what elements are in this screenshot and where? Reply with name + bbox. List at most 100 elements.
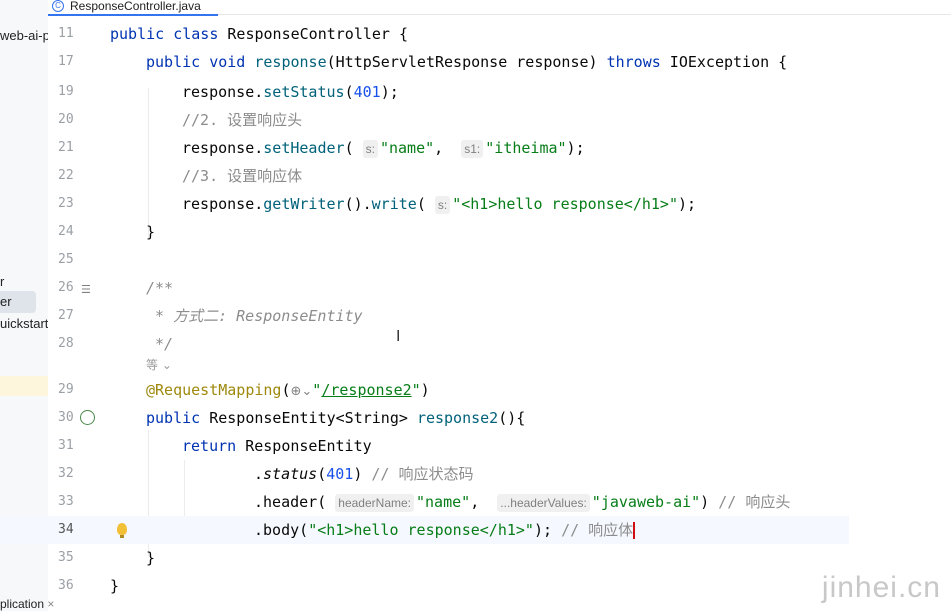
- line-number: 11: [58, 26, 74, 41]
- method-name: status: [263, 465, 318, 483]
- parameter-hint: s:: [362, 140, 378, 158]
- code-text: ): [353, 465, 372, 483]
- number-literal: 401: [326, 465, 354, 483]
- method-name: body: [263, 521, 300, 539]
- line-number: 32: [58, 466, 74, 481]
- indent-guide: [184, 460, 185, 540]
- line-number: 21: [58, 140, 74, 155]
- globe-icon[interactable]: ⊕⌄: [290, 384, 313, 399]
- author-hint[interactable]: 等 ⌄: [146, 358, 172, 372]
- code-text: );: [533, 521, 562, 539]
- code-text: (: [299, 521, 309, 539]
- doc-comment: * 方式二: ResponseEntity: [146, 307, 363, 325]
- project-tree-item[interactable]: uickstart: [0, 316, 48, 331]
- line-number: 25: [58, 252, 74, 267]
- mouse-cursor-icon: I: [396, 327, 401, 345]
- code-line: 27 * 方式二: ResponseEntity: [0, 302, 849, 330]
- project-tree-item[interactable]: r: [0, 274, 5, 289]
- tab-response-controller[interactable]: C ResponseController.java: [48, 0, 218, 16]
- line-number: 23: [58, 196, 74, 211]
- code-text: .: [254, 465, 264, 483]
- run-tab-label: plication: [0, 597, 45, 611]
- doc-comment: /**: [146, 279, 174, 297]
- indent-guide: [148, 88, 149, 238]
- keyword: public: [146, 409, 201, 427]
- code-text: response.: [182, 139, 264, 157]
- line-number: 24: [58, 224, 74, 239]
- code-line: 33 .header( headerName:"name", ...header…: [0, 488, 849, 516]
- line-number: 26: [58, 280, 74, 295]
- comment: // 响应头: [718, 493, 791, 511]
- line-number: 33: [58, 494, 74, 509]
- code-line: 19 response.setStatus(401);: [0, 78, 849, 106]
- parameter-hint: headerName:: [335, 494, 414, 512]
- method-name: response2: [416, 409, 499, 427]
- code-line: 35 }: [0, 544, 849, 572]
- code-line: 28 */: [0, 330, 849, 358]
- code-text: (: [317, 465, 327, 483]
- line-number: 29: [58, 382, 74, 397]
- indent-guide: [148, 430, 149, 556]
- code-text: );: [678, 195, 697, 213]
- code-line: 23 response.getWriter().write( s:"<h1>he…: [0, 190, 849, 218]
- code-text: (: [317, 493, 336, 511]
- comment: //2. 设置响应头: [182, 111, 303, 129]
- url-link[interactable]: /response2: [321, 381, 412, 399]
- code-text: }: [146, 223, 156, 241]
- code-text: ,: [470, 493, 498, 511]
- keyword: return: [182, 437, 237, 455]
- code-line: 21 response.setHeader( s:"name", s1:"ith…: [0, 134, 849, 162]
- class-icon: C: [52, 0, 64, 12]
- line-number: 36: [58, 578, 74, 593]
- tab-label: ResponseController.java: [70, 0, 201, 13]
- parameter-hint: ...headerValues:: [497, 494, 590, 512]
- code-line: 17 public void response(HttpServletRespo…: [0, 48, 849, 76]
- code-text: ): [420, 381, 430, 399]
- code-line: 20 //2. 设置响应头: [0, 106, 849, 134]
- code-line: 26 /**: [0, 274, 849, 302]
- project-tree-item[interactable]: web-ai-p: [0, 28, 48, 43]
- project-tree-item-selected[interactable]: er: [0, 294, 12, 309]
- string-literal: "name": [416, 493, 471, 511]
- string-literal: ": [411, 381, 421, 399]
- code-text: (: [344, 83, 354, 101]
- code-text: }: [110, 577, 120, 595]
- code-text: ResponseController {: [218, 25, 409, 43]
- code-line: 25: [0, 246, 849, 274]
- code-line: 31 return ResponseEntity: [0, 432, 849, 460]
- code-text: (HttpServletResponse response): [326, 53, 607, 71]
- code-text: (: [416, 195, 435, 213]
- lightbulb-icon[interactable]: [117, 523, 127, 538]
- comment: // 响应状态码: [371, 465, 474, 483]
- project-panel: web-ai-p r er uickstart: [0, 0, 48, 611]
- code-text: ().: [344, 195, 372, 213]
- line-number: 34: [58, 522, 74, 537]
- code-line: 等 ⌄: [0, 354, 849, 376]
- line-number: 20: [58, 112, 74, 127]
- keyword: throws: [606, 53, 661, 71]
- comment: // 响应体: [561, 521, 634, 539]
- code-line: 30 public ResponseEntity<String> respons…: [0, 404, 849, 432]
- code-text: ResponseEntity: [236, 437, 372, 455]
- string-literal: "<h1>hello response</h1>": [452, 195, 678, 213]
- method-name: write: [371, 195, 417, 213]
- string-literal: "itheima": [485, 139, 567, 157]
- watermark: jinhei.cn: [821, 571, 941, 604]
- code-line-current: 34 .body("<h1>hello response</h1>"); // …: [0, 516, 849, 544]
- number-literal: 401: [353, 83, 381, 101]
- parameter-hint: s:: [434, 196, 451, 214]
- line-number: 28: [58, 336, 74, 351]
- doc-render-icon[interactable]: ☰: [81, 283, 91, 296]
- code-text: ResponseEntity<String>: [200, 409, 417, 427]
- code-text: }: [146, 549, 156, 567]
- run-tab[interactable]: plication ×: [0, 597, 54, 611]
- endpoint-run-icon[interactable]: [80, 410, 95, 425]
- line-number: 22: [58, 168, 74, 183]
- method-name: setStatus: [263, 83, 345, 101]
- code-text: ,: [434, 139, 462, 157]
- code-text: .: [254, 521, 264, 539]
- close-icon[interactable]: ×: [47, 597, 55, 611]
- string-literal: ": [312, 381, 322, 399]
- keyword: public class: [110, 25, 219, 43]
- keyword: public void: [146, 53, 246, 71]
